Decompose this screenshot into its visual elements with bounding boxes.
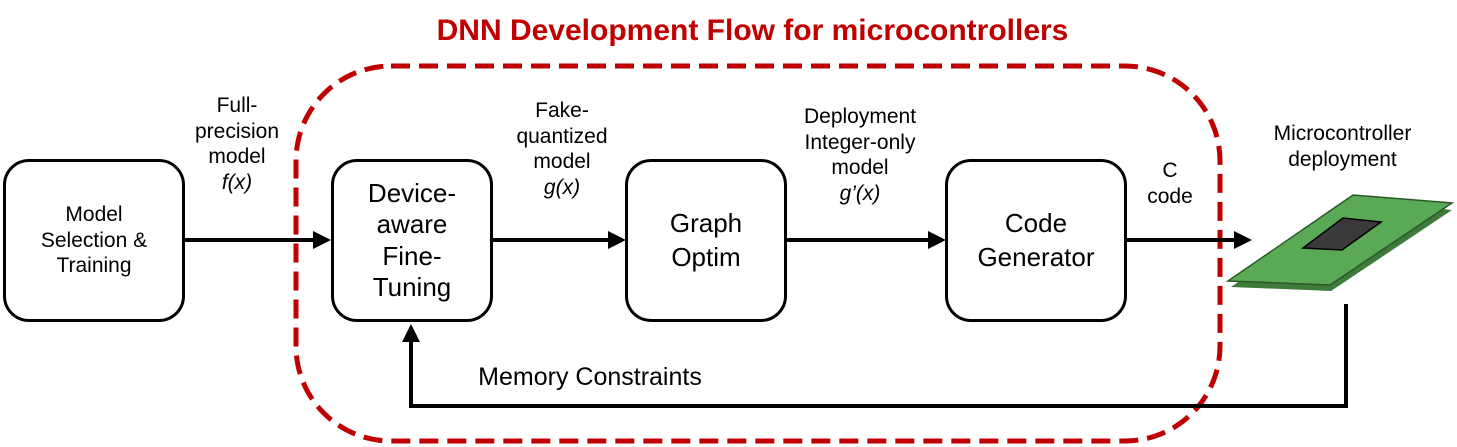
arrow-graph-to-codegen: [785, 231, 946, 249]
edge-label-line: C: [1162, 159, 1178, 182]
microcontroller-chip-icon: [1300, 217, 1384, 251]
edge-label-line: precision: [194, 119, 280, 143]
edge-label-fake-quantized: Fake- quantized model g(x): [500, 98, 624, 200]
node-label-line: Graph: [669, 207, 743, 238]
edge-label-c-code: C code: [1130, 158, 1210, 209]
node-label-line: deployment: [1288, 147, 1397, 171]
edge-label-line: Memory Constraints: [478, 363, 702, 391]
edge-label-math: g(x): [543, 175, 581, 199]
node-label-line: Optim: [671, 241, 741, 272]
node-label-line: Fine-: [382, 240, 442, 271]
edge-label-line: quantized: [516, 124, 608, 148]
arrow-training-to-finetune: [184, 231, 331, 249]
node-graph-optim: Graph Optim: [625, 159, 787, 322]
node-label-line: Model: [65, 203, 123, 227]
edge-label-line: Deployment: [803, 105, 917, 128]
node-label-line: Microcontroller: [1273, 122, 1412, 145]
edge-label-line: model: [831, 156, 889, 180]
node-label-line: Selection &: [40, 228, 148, 252]
microcontroller-board-icon: [1225, 194, 1455, 291]
edge-label-line: Full-: [216, 94, 258, 117]
dnn-flow-region: [293, 63, 1223, 444]
node-label-line: Training: [56, 254, 132, 278]
arrow-feedback-memory-constraints: [402, 304, 1348, 408]
edge-label-integer-only: Deployment Integer-only model g’(x): [782, 104, 938, 206]
edge-label-line: Fake-: [535, 99, 589, 122]
edge-label-math: f(x): [221, 170, 253, 194]
edge-label-line: model: [533, 150, 591, 174]
arrow-codegen-to-microcontroller: [1125, 231, 1252, 249]
node-label-line: Tuning: [372, 271, 452, 302]
node-label-line: Code: [1004, 207, 1068, 238]
node-code-generator: Code Generator: [945, 159, 1127, 322]
edge-label-line: model: [208, 145, 266, 169]
microcontroller-deployment-label: Microcontroller deployment: [1240, 121, 1445, 172]
node-model-selection-training: Model Selection & Training: [3, 159, 185, 322]
node-label-line: Device-: [367, 178, 457, 209]
edge-label-full-precision: Full- precision model f(x): [176, 93, 298, 195]
edge-label-line: Integer-only: [804, 130, 916, 154]
edge-label-math: g’(x): [839, 181, 881, 205]
node-label-line: aware: [376, 209, 448, 240]
arrow-finetune-to-graph: [491, 231, 626, 249]
node-label-line: Generator: [977, 241, 1095, 272]
edge-label-line: code: [1147, 184, 1193, 208]
node-device-aware-fine-tuning: Device- aware Fine- Tuning: [331, 159, 493, 322]
diagram-title: DNN Development Flow for microcontroller…: [436, 14, 1069, 47]
edge-label-memory-constraints: Memory Constraints: [440, 362, 740, 393]
